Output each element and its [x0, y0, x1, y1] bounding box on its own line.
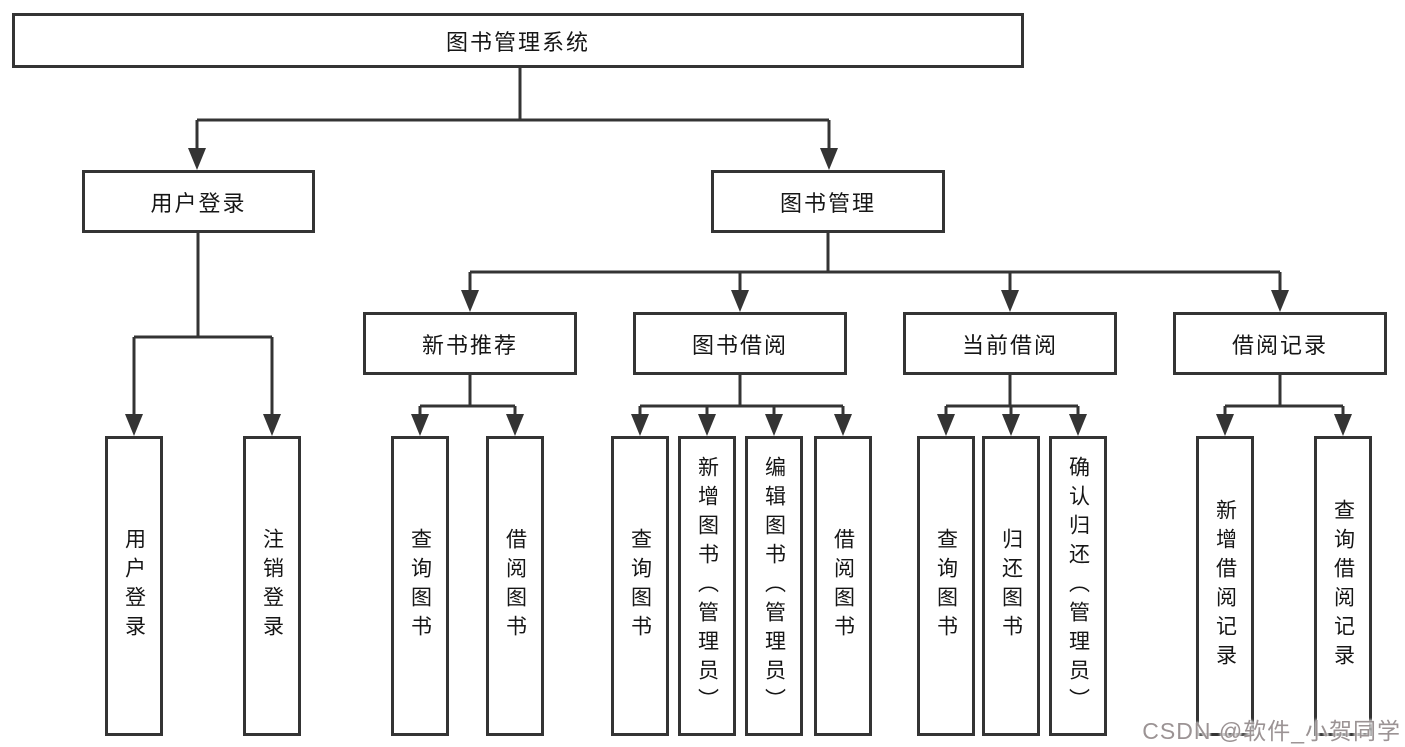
- node-label: 注销登录: [260, 528, 284, 644]
- node-label: 新增借阅记录: [1213, 499, 1237, 673]
- node-label: 用户登录: [150, 190, 247, 216]
- leaf-confirm-return-admin: 确认归还（管理员）: [1049, 436, 1107, 736]
- node-label: 新增图书（管理员）: [695, 455, 719, 717]
- leaf-borrow-books-recommend: 借阅图书: [486, 436, 544, 736]
- node-label: 图书管理: [779, 190, 876, 216]
- leaf-edit-books-admin: 编辑图书（管理员）: [745, 436, 803, 736]
- node-label: 图书借阅: [691, 332, 788, 358]
- node-library-system: 图书管理系统: [12, 13, 1024, 68]
- leaf-logout-login: 注销登录: [243, 436, 301, 736]
- node-label: 归还图书: [999, 528, 1023, 644]
- node-label: 新书推荐: [421, 332, 518, 358]
- csdn-watermark: CSDN @软件_小贺同学: [1142, 718, 1401, 744]
- node-label: 查询图书: [934, 528, 958, 644]
- node-label: 借阅记录: [1231, 332, 1328, 358]
- node-label: 用户登录: [122, 528, 146, 644]
- node-user-login: 用户登录: [82, 170, 315, 233]
- node-label: 查询借阅记录: [1331, 499, 1355, 673]
- node-label: 查询图书: [408, 528, 432, 644]
- node-label: 当前借阅: [961, 332, 1058, 358]
- leaf-query-books-recommend: 查询图书: [391, 436, 449, 736]
- leaf-user-login: 用户登录: [105, 436, 163, 736]
- leaf-query-borrow-record: 查询借阅记录: [1314, 436, 1372, 736]
- node-label: 确认归还（管理员）: [1066, 455, 1090, 717]
- node-new-book-recommend: 新书推荐: [363, 312, 577, 375]
- node-label: 借阅图书: [503, 528, 527, 644]
- node-label: 图书管理系统: [445, 29, 590, 55]
- leaf-add-books-admin: 新增图书（管理员）: [678, 436, 736, 736]
- node-label: 借阅图书: [831, 528, 855, 644]
- leaf-add-borrow-record: 新增借阅记录: [1196, 436, 1254, 736]
- node-label: 编辑图书（管理员）: [762, 455, 786, 717]
- leaf-query-books-current: 查询图书: [917, 436, 975, 736]
- node-book-borrow: 图书借阅: [633, 312, 847, 375]
- node-book-management: 图书管理: [711, 170, 945, 233]
- leaf-return-books: 归还图书: [982, 436, 1040, 736]
- leaf-query-books-borrow: 查询图书: [611, 436, 669, 736]
- leaf-borrow-books: 借阅图书: [814, 436, 872, 736]
- node-borrow-records: 借阅记录: [1173, 312, 1387, 375]
- node-current-borrow: 当前借阅: [903, 312, 1117, 375]
- node-label: 查询图书: [628, 528, 652, 644]
